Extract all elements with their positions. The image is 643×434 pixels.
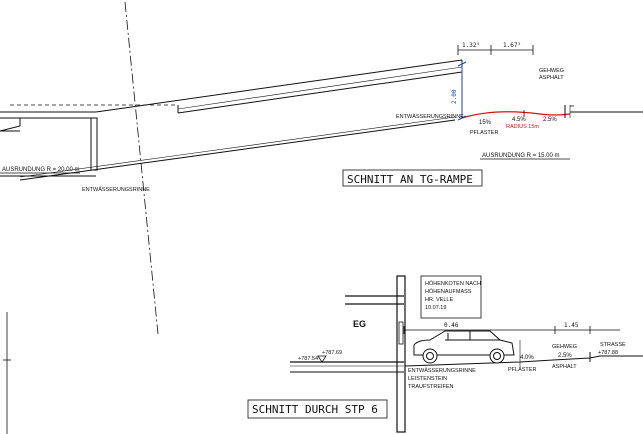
pflaster-label: PFLASTER [470, 130, 498, 136]
left-level-triangle [317, 355, 327, 363]
slope-25-stp: 2.5% [558, 353, 572, 359]
garage-wall [90, 117, 98, 171]
ramp-labels: 1.32⁵ 1.67⁵ 2.00 ENTWÄSSERUNGSRINNE 15% … [0, 42, 570, 193]
ramp-title-box [342, 169, 483, 187]
car-silhouette [413, 330, 515, 364]
slope-40-label: 4.0% [520, 355, 534, 361]
stp-title-box [247, 399, 388, 419]
height-dim-tick-top [457, 61, 467, 67]
gehweg-label: GEHWEG [539, 68, 564, 74]
eg-label: EG [353, 319, 366, 329]
paving-surface [404, 355, 643, 367]
ramp-driving-surface-2 [19, 116, 456, 178]
building-wall [396, 275, 406, 433]
stp-labels: EG HÖHENKOTEN NACH HÖHENAUFMASS HR. VELL… [252, 280, 626, 416]
asphalt-label-stp: ASPHALT [552, 364, 577, 370]
rounding-right-label: AUSRUNDUNG R = 15.00 m [482, 153, 560, 159]
note-line-4: 10.07.19 [425, 305, 446, 311]
ramp-driving-surface [19, 119, 456, 181]
ramp-slab-inner [177, 66, 463, 110]
level-strasse-label: +787.88 [598, 350, 618, 356]
dim-046-label: 0.46 [444, 322, 459, 329]
ramp-title: SCHNITT AN TG-RAMPE [347, 173, 473, 186]
stp-title: SCHNITT DURCH STP 6 [252, 403, 378, 416]
gehweg-label-stp: GEHWEG [552, 344, 577, 350]
pflaster-label-stp: PFLASTER [508, 367, 536, 373]
height-dim-label: 2.00 [451, 89, 458, 104]
asphalt-label: ASPHALT [539, 75, 564, 81]
height-dim-tick-bottom [457, 115, 467, 121]
dim-145-label: 1.45 [564, 322, 579, 329]
slope-15-label: 15% [479, 120, 492, 126]
ramp-section [0, 1, 643, 335]
note-line-3: HR. VELLE [425, 297, 453, 303]
window-frame [398, 321, 404, 345]
strasse-label: STRASSE [600, 342, 626, 348]
note-line-2: HÖHENAUFMASS [425, 288, 472, 295]
note-box [420, 275, 482, 319]
dim-right-label: 1.67⁵ [503, 42, 521, 49]
radius-curve [461, 111, 571, 119]
note-line-1: HÖHENKOTEN NACH [425, 280, 481, 287]
drainage-right-label: ENTWÄSSERUNGSRINNE [396, 113, 464, 120]
garage-floor [0, 118, 21, 132]
section-cut-line [124, 1, 159, 335]
rounding-left-label: AUSRUNDUNG R = 20.00 m [2, 167, 80, 173]
slope-45-label: 4.5% [512, 117, 526, 123]
radius-label: RADIUS 15m [506, 124, 539, 130]
dim-left-label: 1.32⁵ [462, 42, 480, 49]
level-left-label: +787.54 [298, 356, 318, 362]
ramp-slab-top [95, 59, 463, 113]
ramp-slab-bottom [177, 71, 463, 114]
leistenstein-label: LEISTENSTEIN [408, 376, 447, 382]
drainage-stp-label: ENTWÄSSERUNGSRINNE [408, 367, 476, 374]
traufstreifen-label: TRAUFSTREIFEN [408, 384, 454, 390]
stp-section [3, 275, 643, 434]
slope-25-label: 2.5% [543, 117, 557, 123]
level-left2-label: +787.69 [322, 350, 342, 356]
drainage-left-label: ENTWÄSSERUNGSRINNE [82, 186, 150, 193]
